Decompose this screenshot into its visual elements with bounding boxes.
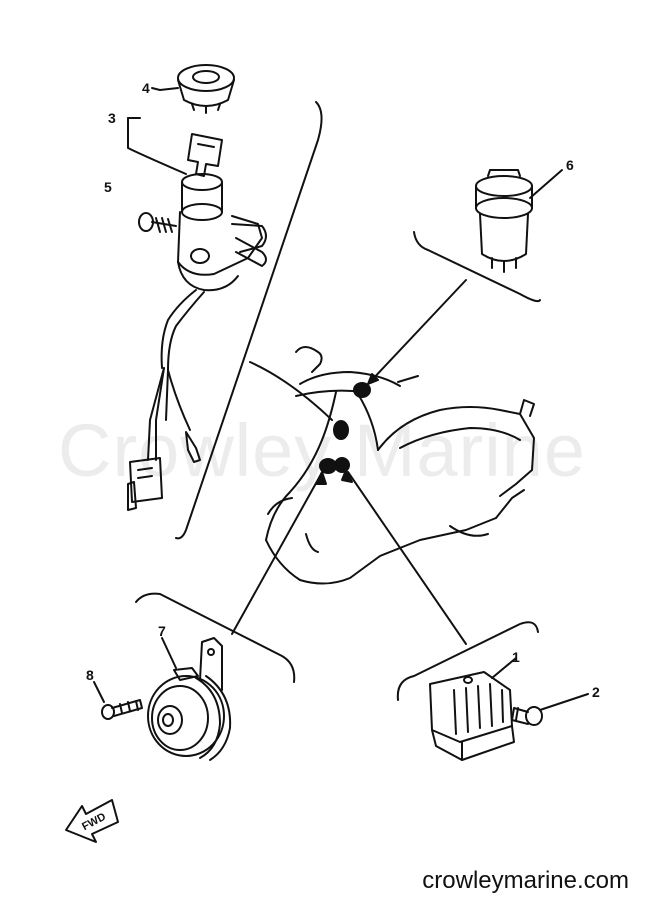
part-7-horn — [136, 594, 294, 760]
leader-rectifier — [348, 472, 466, 644]
scooter-outline — [266, 347, 534, 584]
bracket-flasher — [414, 232, 540, 301]
leader-flasher — [370, 280, 466, 382]
part-2-screw — [512, 707, 542, 725]
part-5-screw — [139, 213, 176, 232]
callout-4: 4 — [142, 80, 150, 96]
callout-7: 7 — [158, 623, 166, 639]
footer-url[interactable]: crowleymarine.com — [422, 867, 629, 894]
arrow-rectifier — [342, 470, 352, 482]
fwd-arrow-icon — [66, 800, 118, 842]
leader-horn — [232, 476, 320, 634]
part-4-cover-ring — [178, 65, 234, 113]
callout-2: 2 — [592, 684, 600, 700]
leader-main-switch — [250, 362, 332, 420]
part-6-flasher-relay — [414, 170, 540, 301]
callout-1: 1 — [512, 649, 520, 665]
callout-5: 5 — [104, 179, 112, 195]
part-8-bolt — [102, 700, 142, 719]
bracket-rectifier — [398, 622, 538, 700]
callout-8: 8 — [86, 667, 94, 683]
part-1-rectifier — [398, 622, 538, 760]
arrow-flasher — [368, 374, 378, 384]
bracket-main-switch — [176, 102, 322, 538]
callout-3: 3 — [108, 110, 116, 126]
arrow-horn — [316, 472, 326, 484]
part-3-main-switch — [128, 118, 266, 510]
callout-6: 6 — [566, 157, 574, 173]
bracket-horn — [136, 594, 294, 682]
